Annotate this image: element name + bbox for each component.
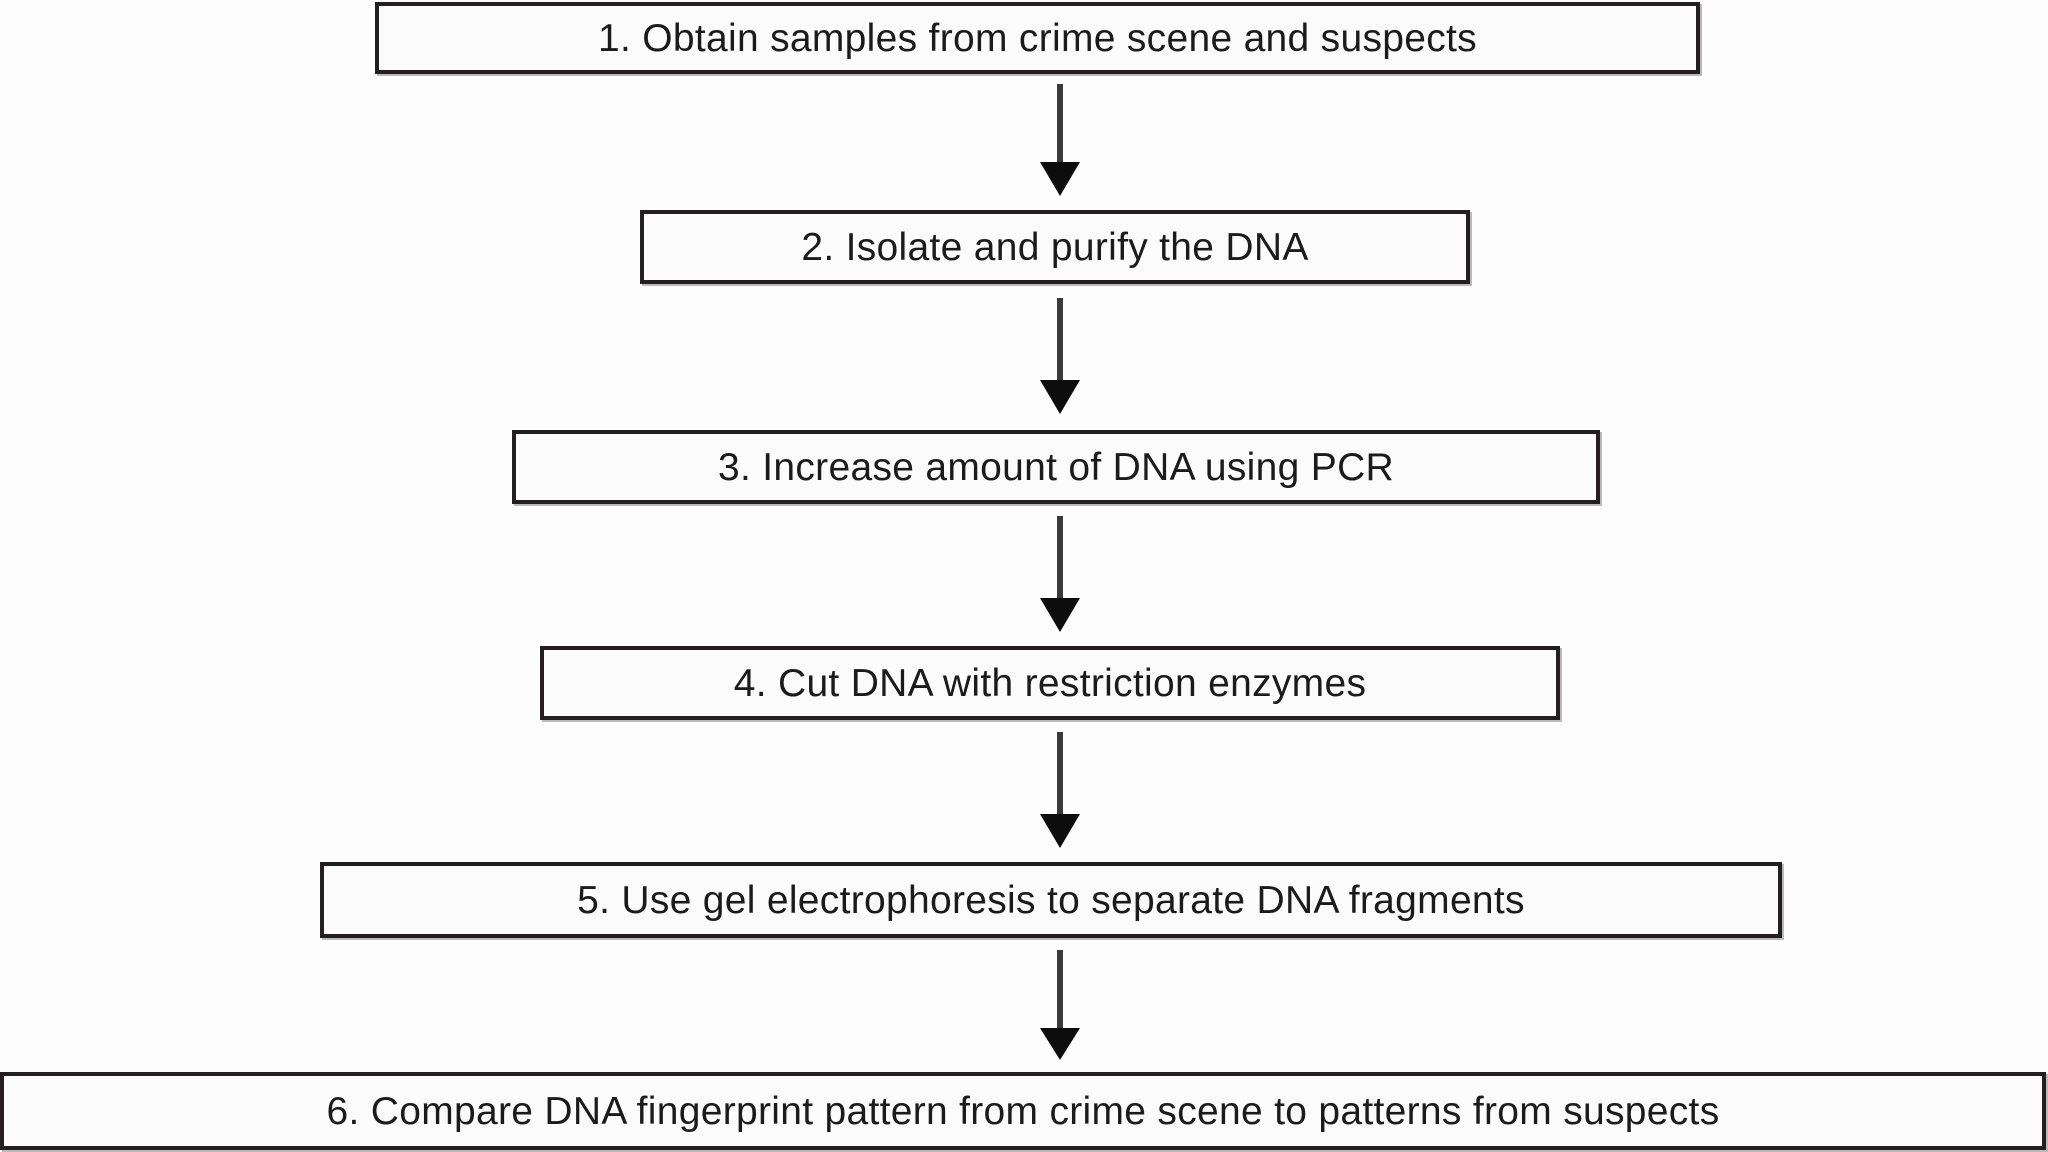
- flow-step-2-label: 2. Isolate and purify the DNA: [801, 225, 1309, 269]
- flow-step-6: 6. Compare DNA fingerprint pattern from …: [0, 1072, 2046, 1150]
- arrow-step-5-to-6: [1036, 950, 1084, 1062]
- arrow-head-5: [1040, 1028, 1080, 1060]
- arrow-shaft-3: [1057, 516, 1063, 604]
- arrow-step-1-to-2: [1036, 84, 1084, 198]
- arrow-head-2: [1040, 380, 1080, 414]
- arrow-head-1: [1040, 162, 1080, 196]
- arrow-step-3-to-4: [1036, 516, 1084, 634]
- arrow-head-4: [1040, 814, 1080, 848]
- flow-step-6-label: 6. Compare DNA fingerprint pattern from …: [326, 1089, 1720, 1133]
- flow-step-2: 2. Isolate and purify the DNA: [640, 210, 1470, 284]
- arrow-head-3: [1040, 598, 1080, 632]
- flow-step-3-label: 3. Increase amount of DNA using PCR: [718, 445, 1394, 489]
- flow-step-1: 1. Obtain samples from crime scene and s…: [375, 2, 1700, 74]
- arrow-step-4-to-5: [1036, 732, 1084, 850]
- arrow-shaft-4: [1057, 732, 1063, 820]
- arrow-shaft-2: [1057, 298, 1063, 386]
- arrow-shaft-5: [1057, 950, 1063, 1034]
- flow-step-4-label: 4. Cut DNA with restriction enzymes: [733, 661, 1367, 705]
- flow-step-5: 5. Use gel electrophoresis to separate D…: [320, 862, 1782, 938]
- flow-step-5-label: 5. Use gel electrophoresis to separate D…: [577, 878, 1525, 922]
- flow-step-3: 3. Increase amount of DNA using PCR: [512, 430, 1600, 504]
- arrow-shaft-1: [1057, 84, 1063, 168]
- arrow-step-2-to-3: [1036, 298, 1084, 416]
- flow-step-4: 4. Cut DNA with restriction enzymes: [540, 646, 1560, 720]
- flow-step-1-label: 1. Obtain samples from crime scene and s…: [598, 16, 1477, 60]
